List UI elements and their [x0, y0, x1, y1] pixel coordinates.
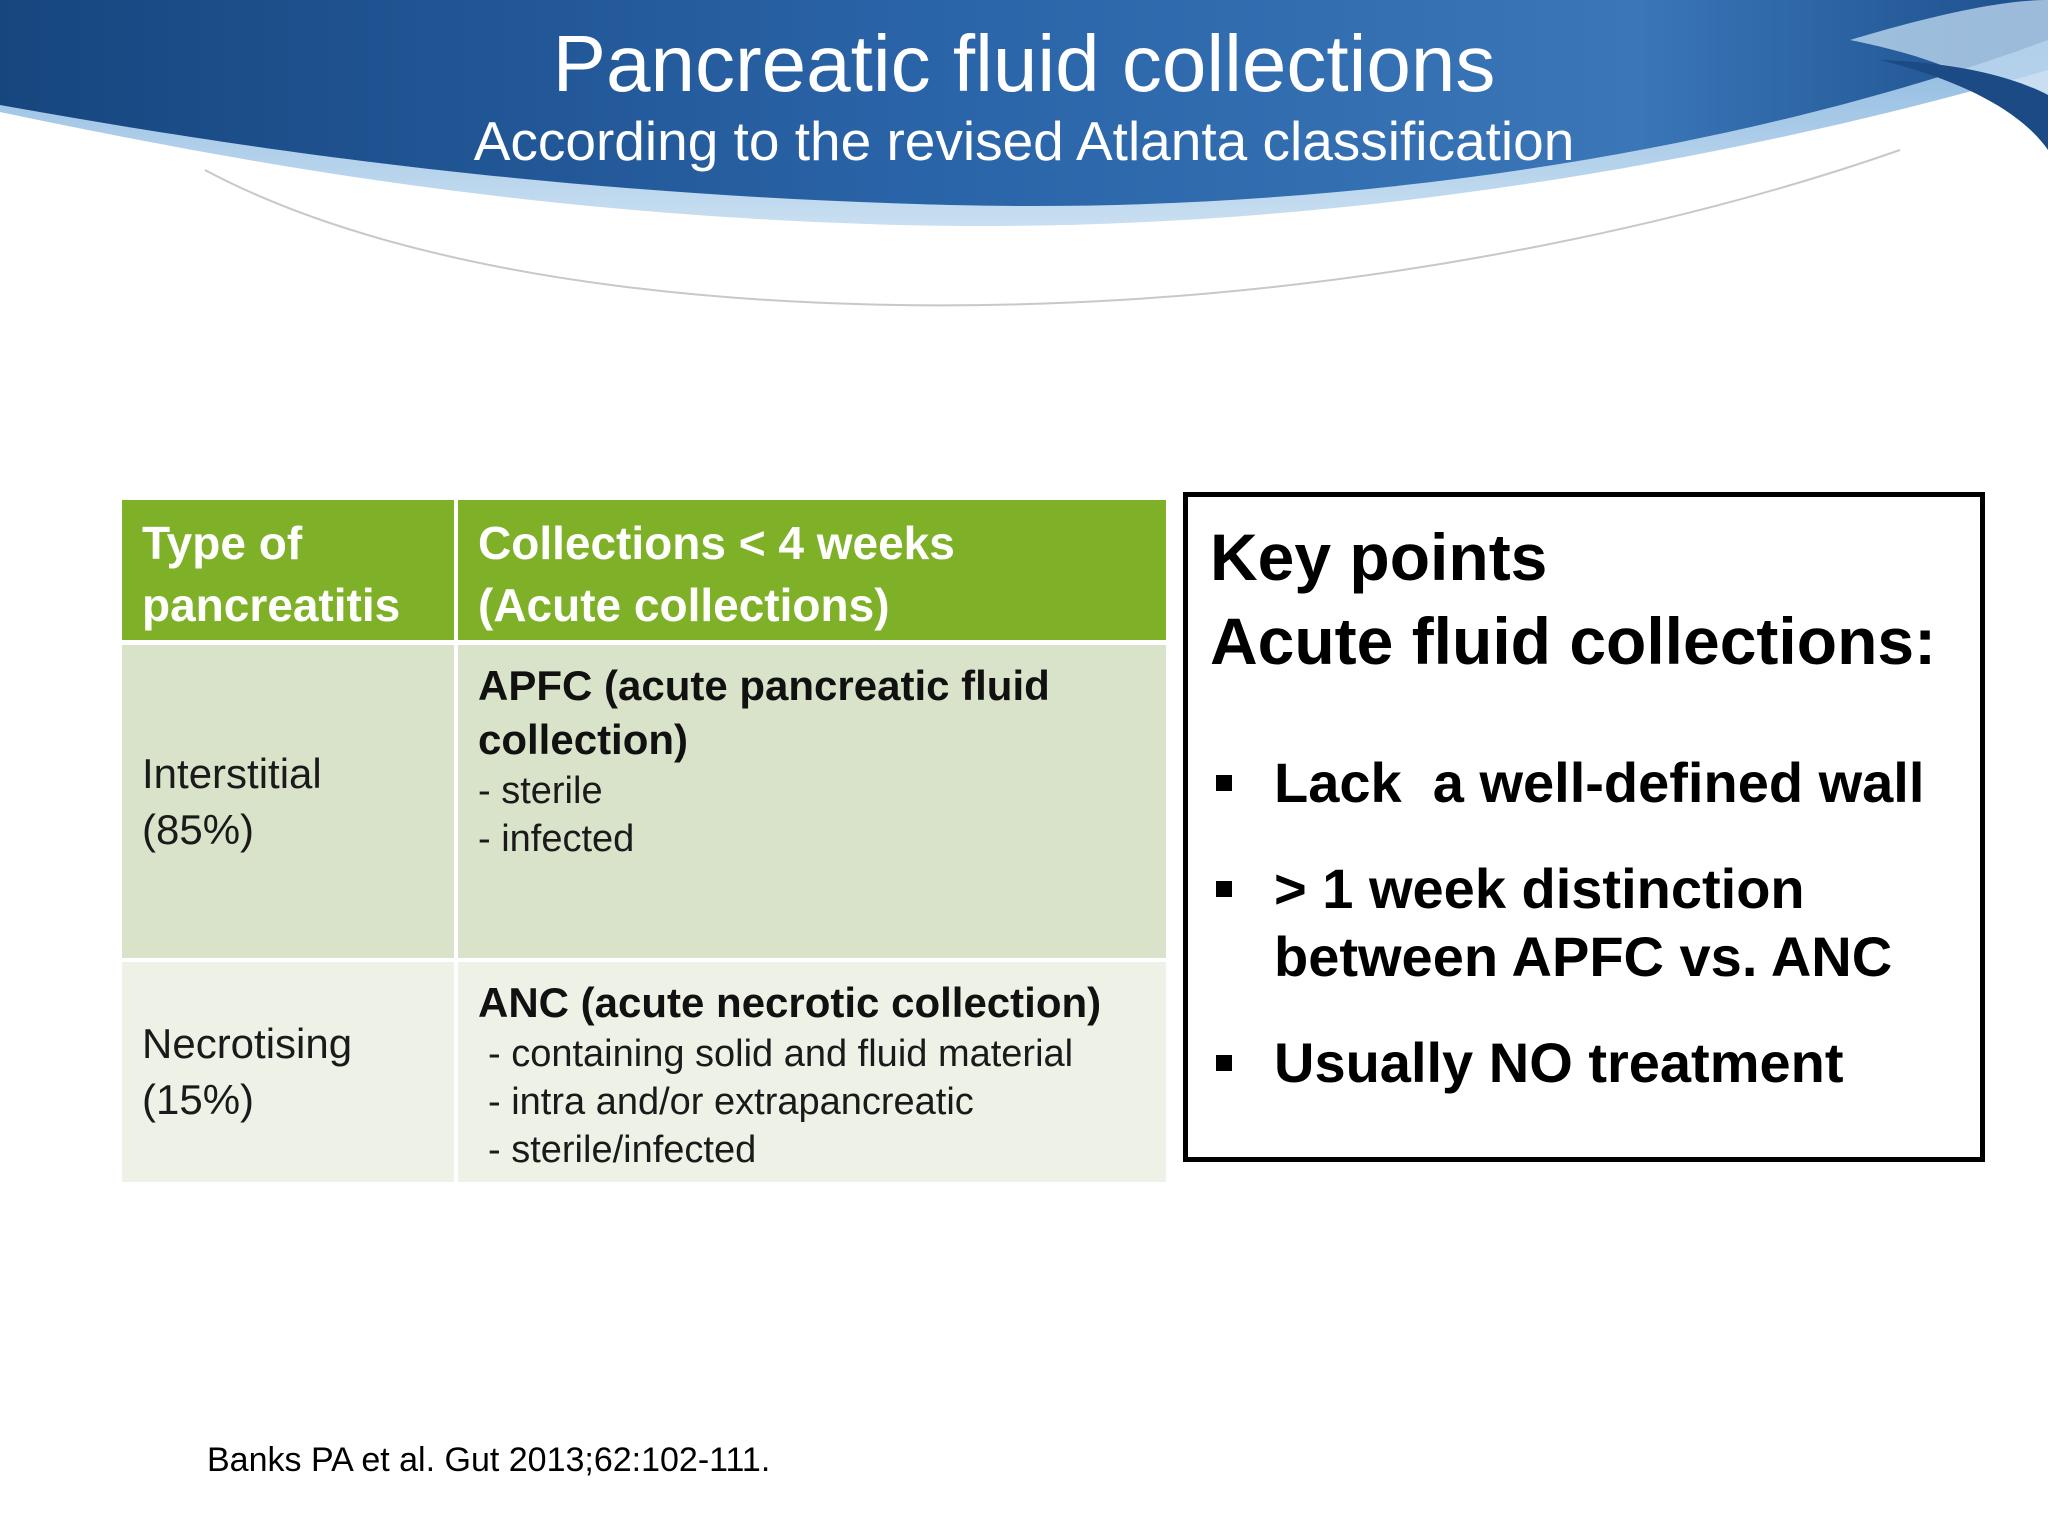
key-point-text: > 1 week distinction between APFC vs. AN… [1274, 857, 1893, 988]
square-bullet-icon [1216, 881, 1232, 897]
header-line: (Acute collections) [478, 579, 890, 631]
square-bullet-icon [1216, 1055, 1232, 1071]
type-line: (15%) [142, 1076, 255, 1123]
slide-title: Pancreatic fluid collections [552, 19, 1496, 108]
type-cell-interstitial: Interstitial (85%) [122, 640, 458, 958]
key-point-item: > 1 week distinction between APFC vs. AN… [1210, 855, 1960, 991]
header-line: Type of [142, 517, 303, 569]
collection-cell-anc: ANC (acute necrotic collection) - contai… [458, 958, 1166, 1182]
table-header-row: Type of pancreatitis Collections < 4 wee… [122, 500, 1166, 640]
square-bullet-icon [1216, 775, 1232, 791]
header-line: pancreatitis [142, 579, 401, 631]
key-points-list: Lack a well-defined wall > 1 week distin… [1210, 749, 1960, 1097]
table-row: Interstitial (85%) APFC (acute pancreati… [122, 640, 1166, 958]
reference-citation: Banks PA et al. Gut 2013;62:102-111. [207, 1441, 771, 1479]
key-points-box: Key points Acute fluid collections: Lack… [1183, 492, 1985, 1162]
collection-item: - infected [478, 818, 635, 860]
header-type-of-pancreatitis: Type of pancreatitis [122, 500, 458, 640]
collection-item: - sterile [478, 770, 603, 812]
key-points-subheading: Acute fluid collections: [1210, 604, 1937, 678]
type-cell-necrotising: Necrotising (15%) [122, 958, 458, 1182]
slide-subtitle: According to the revised Atlanta classif… [473, 110, 1575, 172]
key-point-text: Usually NO treatment [1274, 1031, 1844, 1094]
key-point-item: Usually NO treatment [1210, 1029, 1960, 1097]
classification-table: Type of pancreatitis Collections < 4 wee… [122, 500, 1166, 1182]
collection-item: - intra and/or extrapancreatic [488, 1081, 974, 1123]
table-row: Necrotising (15%) ANC (acute necrotic co… [122, 958, 1166, 1182]
header-line: Collections < 4 weeks [478, 517, 955, 569]
header-background [0, 0, 2048, 307]
collection-title: APFC (acute pancreatic fluid collection) [478, 662, 1050, 763]
key-points-heading: Key points [1210, 520, 1548, 594]
collection-item: - sterile/infected [488, 1129, 757, 1171]
key-point-text: Lack a well-defined wall [1274, 751, 1925, 814]
header-collections: Collections < 4 weeks (Acute collections… [458, 500, 1166, 640]
type-line: Interstitial [142, 749, 322, 797]
collection-cell-apfc: APFC (acute pancreatic fluid collection)… [458, 640, 1166, 958]
collection-title: ANC (acute necrotic collection) [478, 979, 1102, 1026]
type-line: Necrotising [142, 1020, 353, 1067]
collection-item: - containing solid and fluid material [488, 1033, 1074, 1075]
type-line: (85%) [142, 805, 255, 853]
key-point-item: Lack a well-defined wall [1210, 749, 1960, 817]
